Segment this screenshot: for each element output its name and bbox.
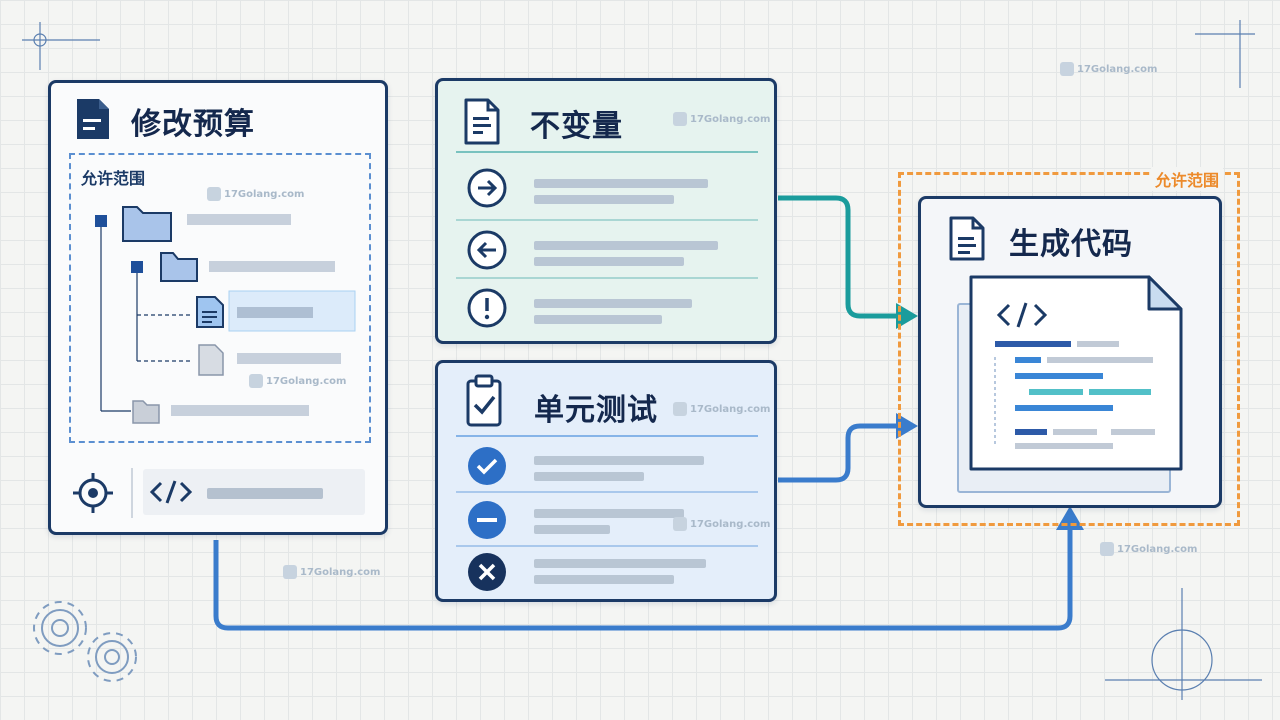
scope-label-orange: 允许范围 xyxy=(1150,167,1223,191)
watermark: 17Golang.com xyxy=(249,374,346,388)
allowed-scope-box-orange: 允许范围 xyxy=(898,167,1240,526)
tree-node-marker xyxy=(131,261,143,273)
test-row xyxy=(438,443,774,491)
invariant-row xyxy=(438,223,774,275)
document-lines-icon xyxy=(949,216,985,261)
scope-label: 允许范围 xyxy=(81,169,146,188)
tree-node-marker xyxy=(95,215,107,227)
generate-code-title: 生成代码 xyxy=(1009,227,1133,262)
placeholder-line xyxy=(534,241,718,250)
file-tree xyxy=(95,206,356,424)
divider xyxy=(456,219,758,221)
footer-divider xyxy=(131,468,133,518)
file-icon xyxy=(196,296,224,328)
budget-title: 修改预算 xyxy=(131,107,255,142)
gear-icon xyxy=(33,601,137,682)
divider xyxy=(456,435,758,437)
invariant-row xyxy=(438,161,774,213)
folder-icon xyxy=(160,252,198,282)
folder-icon xyxy=(122,206,172,242)
generate-code-card: 生成代码 xyxy=(918,196,1222,508)
document-lines-icon xyxy=(464,98,500,145)
test-row xyxy=(438,549,774,597)
code-icon xyxy=(996,302,1048,328)
watermark: 17Golang.com xyxy=(207,187,304,201)
placeholder-line xyxy=(534,472,644,481)
watermark: 17Golang.com xyxy=(673,517,770,531)
unit-tests-title: 单元测试 xyxy=(534,393,658,428)
divider xyxy=(456,277,758,279)
code-document xyxy=(969,275,1183,471)
unit-tests-card: 单元测试 xyxy=(435,360,777,602)
divider xyxy=(456,151,758,153)
placeholder-line xyxy=(534,179,708,188)
placeholder-line xyxy=(534,525,610,534)
watermark: 17Golang.com xyxy=(673,402,770,416)
placeholder-line xyxy=(534,315,662,324)
placeholder-line xyxy=(534,257,684,266)
file-icon xyxy=(198,344,224,376)
folder-icon xyxy=(132,400,160,424)
test-row xyxy=(438,497,774,545)
watermark: 17Golang.com xyxy=(1060,62,1157,76)
divider xyxy=(456,491,758,493)
invariant-row xyxy=(438,281,774,333)
watermark: 17Golang.com xyxy=(283,565,380,579)
code-field xyxy=(143,469,365,515)
exclamation-circle-icon xyxy=(467,288,507,328)
x-circle-icon xyxy=(468,553,506,591)
code-placeholder xyxy=(207,488,323,499)
invariants-card: 不变量 xyxy=(435,78,777,344)
watermark: 17Golang.com xyxy=(673,112,770,126)
placeholder-line xyxy=(534,299,692,308)
watermark: 17Golang.com xyxy=(1100,542,1197,556)
placeholder-line xyxy=(534,509,684,518)
code-icon xyxy=(149,480,193,504)
placeholder-line xyxy=(534,559,706,568)
document-icon xyxy=(77,99,109,139)
budget-card: 修改预算 允许范围 xyxy=(48,80,388,535)
check-circle-icon xyxy=(468,447,506,485)
arrow-right-circle-icon xyxy=(467,168,507,208)
invariants-title: 不变量 xyxy=(530,109,623,144)
allowed-scope-box: 允许范围 xyxy=(69,153,371,443)
minus-circle-icon xyxy=(468,501,506,539)
divider xyxy=(456,545,758,547)
placeholder-line xyxy=(534,575,674,584)
placeholder-line xyxy=(534,195,674,204)
placeholder-line xyxy=(534,456,704,465)
arrow-left-circle-icon xyxy=(467,230,507,270)
clipboard-check-icon xyxy=(466,374,502,427)
target-icon xyxy=(73,473,113,513)
